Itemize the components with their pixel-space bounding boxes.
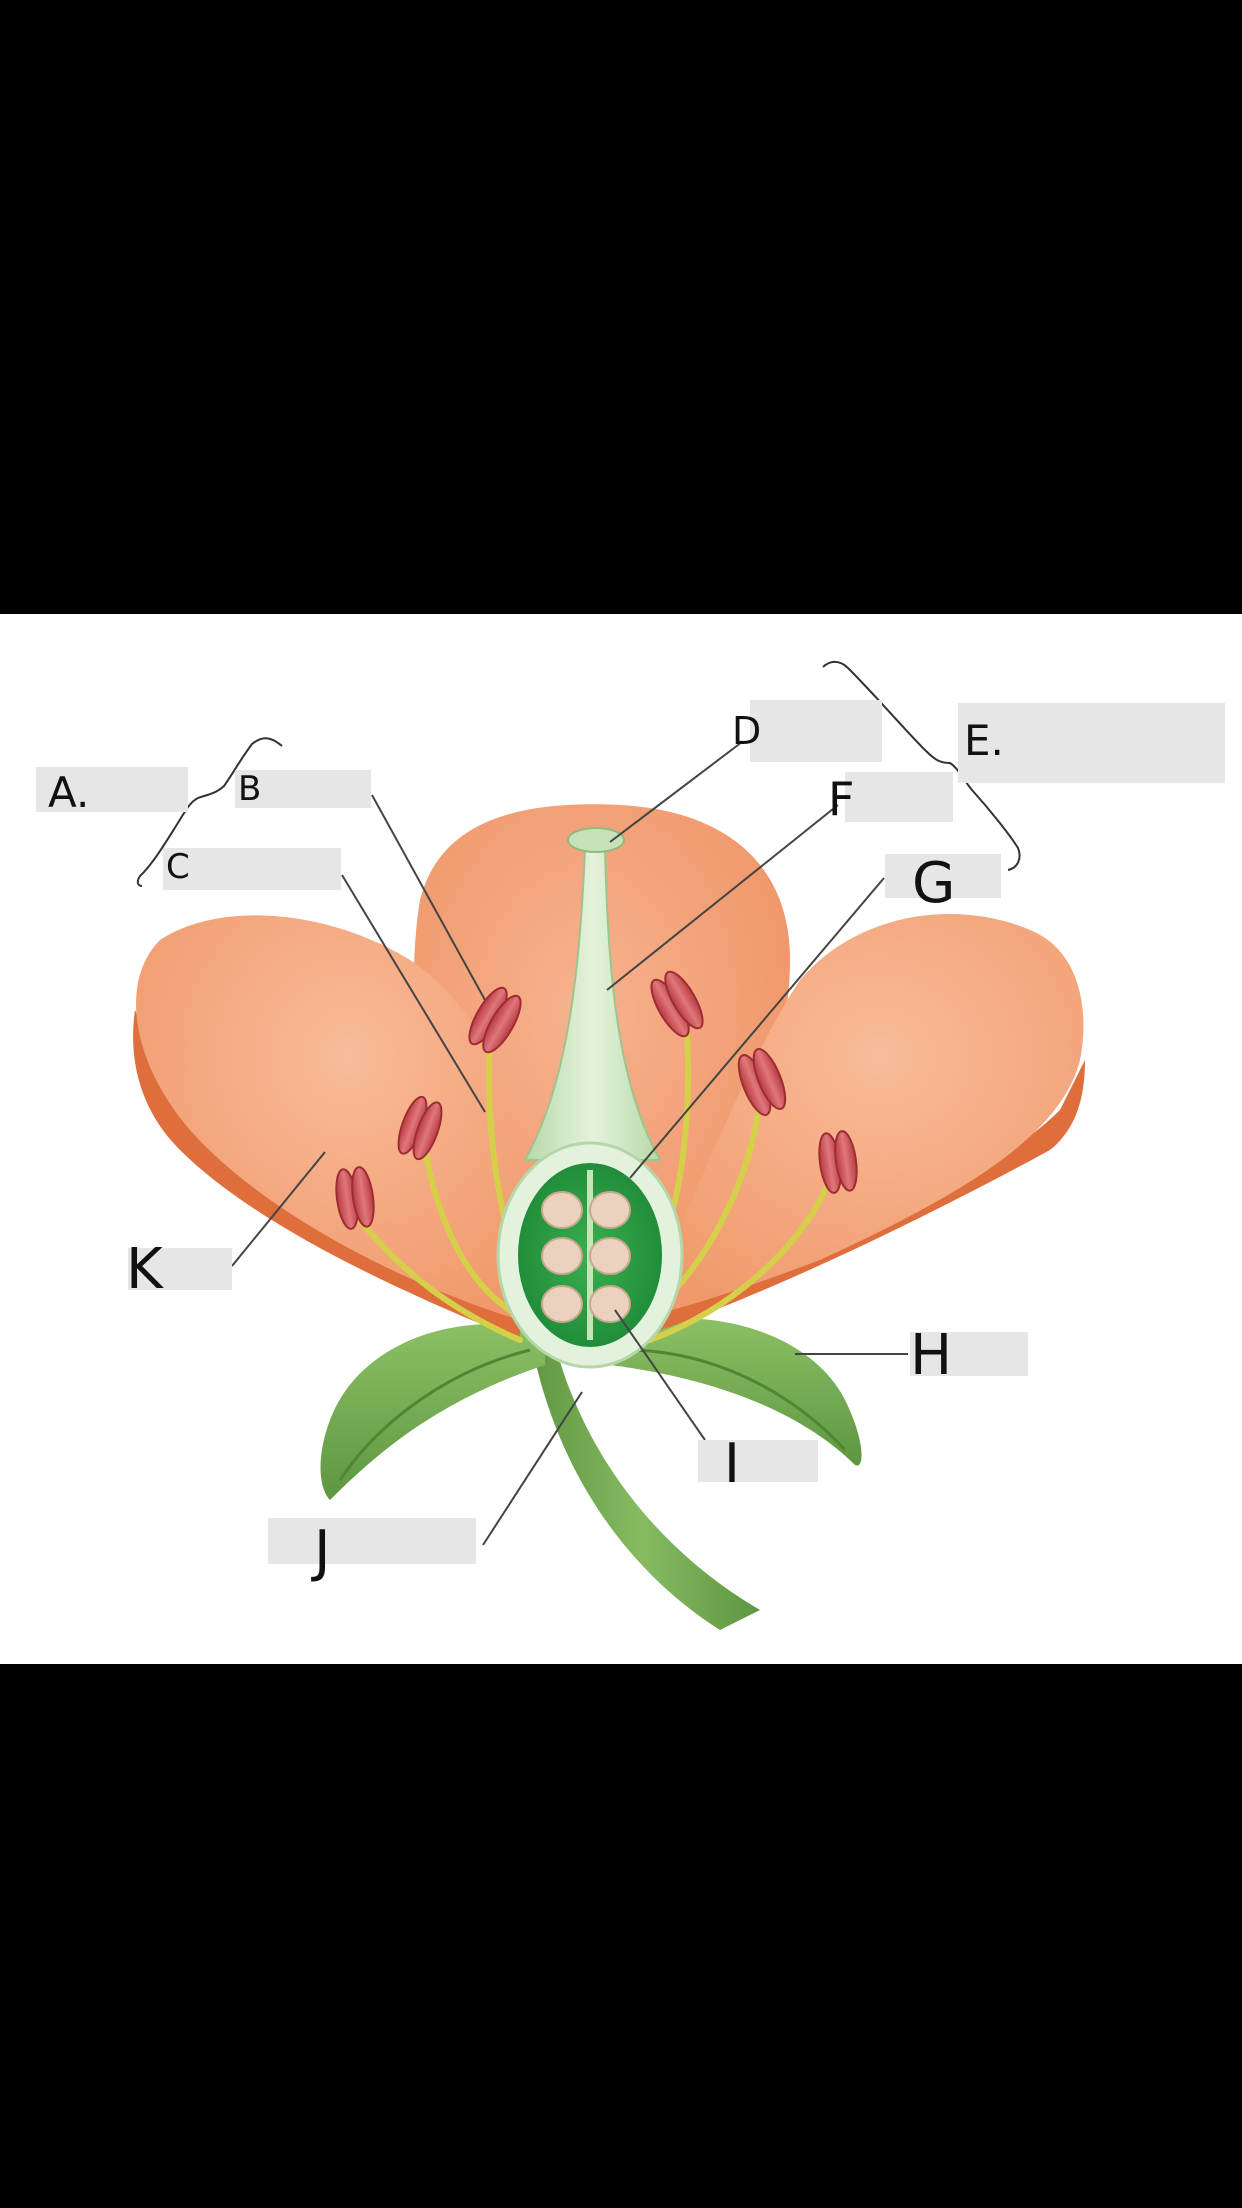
answer-box-c[interactable] — [163, 848, 341, 890]
ovule-4 — [589, 1237, 631, 1275]
leader-b — [371, 794, 486, 1001]
label-b: B — [238, 769, 261, 809]
answer-box-h[interactable] — [910, 1332, 1028, 1376]
sepal-left-vein — [338, 1348, 531, 1481]
ovule-2 — [589, 1191, 631, 1229]
ovule-5 — [541, 1285, 583, 1323]
anther-1 — [335, 1166, 375, 1230]
answer-box-j[interactable] — [268, 1518, 476, 1564]
stigma — [567, 827, 625, 853]
answer-box-f[interactable] — [845, 772, 953, 822]
label-boxes — [36, 700, 1225, 1564]
filaments — [357, 1007, 833, 1343]
ovules — [541, 1191, 631, 1323]
label-e: E. — [964, 716, 1004, 765]
filament-1 — [357, 1217, 523, 1343]
leader-k — [231, 1151, 326, 1267]
leader-i — [614, 1309, 706, 1441]
answer-box-i[interactable] — [698, 1440, 818, 1482]
anther-3 — [468, 986, 522, 1054]
style — [523, 849, 662, 1161]
label-f: F — [828, 772, 854, 826]
ovule-3 — [541, 1237, 583, 1275]
anther-2 — [397, 1095, 443, 1161]
petal-right-shadow — [630, 1060, 1085, 1340]
leader-c — [341, 874, 486, 1113]
sepal-right-vein — [624, 1348, 847, 1452]
leader-j — [482, 1391, 583, 1546]
answer-box-g[interactable] — [885, 854, 1001, 898]
anther-6 — [818, 1130, 858, 1194]
bracket-e — [822, 660, 1021, 871]
petal-right — [630, 914, 1084, 1320]
answer-box-k[interactable] — [128, 1248, 232, 1290]
petal-left — [136, 915, 520, 1320]
leader-f — [606, 804, 839, 991]
label-h: H — [910, 1323, 952, 1388]
label-g: G — [912, 851, 955, 916]
filament-2 — [422, 1147, 528, 1323]
anther-5 — [737, 1048, 787, 1116]
ovule-6 — [589, 1285, 631, 1323]
anther-4 — [650, 970, 704, 1038]
label-a: A. — [48, 768, 89, 817]
bracket-a — [136, 737, 283, 887]
answer-box-e[interactable] — [958, 703, 1225, 783]
leader-g — [629, 877, 885, 1179]
answer-box-d[interactable] — [750, 700, 882, 762]
label-k: K — [126, 1237, 164, 1302]
answer-box-a[interactable] — [36, 767, 188, 812]
leader-d — [609, 741, 743, 843]
ovule-1 — [541, 1191, 583, 1229]
label-d: D — [732, 709, 761, 753]
label-c: C — [166, 847, 190, 887]
leader-lines — [231, 741, 908, 1546]
label-i: I — [724, 1432, 740, 1495]
filament-6 — [647, 1177, 833, 1343]
sepal-left — [320, 1324, 545, 1500]
answer-box-b[interactable] — [235, 770, 371, 808]
label-j: J — [311, 1519, 331, 1584]
